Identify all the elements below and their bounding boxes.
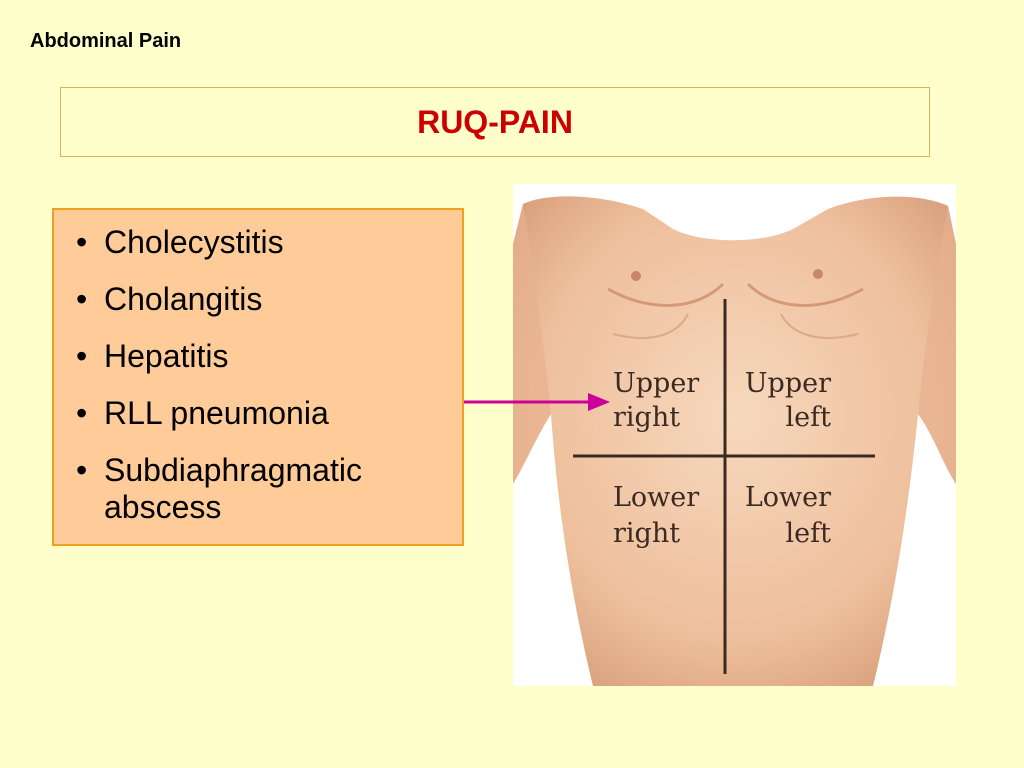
torso-illustration: Upper right Upper left Lower right Lower…: [513, 184, 956, 686]
list-item: • Cholangitis: [76, 281, 452, 318]
right-pectoral-contour: [607, 282, 725, 307]
lower-right-line2: right: [613, 518, 680, 549]
right-arm-shade: [513, 204, 551, 484]
list-item-text: RLL pneumonia: [104, 395, 329, 431]
header-label: Abdominal Pain: [30, 30, 182, 52]
left-arm-shade: [918, 206, 956, 484]
bullet-icon: •: [76, 338, 88, 374]
upper-right-line2: right: [613, 402, 680, 433]
list-item: • Hepatitis: [76, 338, 452, 375]
rib-contour-right: [612, 313, 689, 339]
left-pectoral-contour: [746, 282, 864, 307]
bullet-icon: •: [76, 224, 88, 260]
condition-list: • Cholecystitis • Cholangitis • Hepatitis •…: [54, 210, 462, 526]
bullet-icon: •: [76, 452, 88, 488]
pointer-arrow-icon: [464, 393, 610, 411]
title-box: RUQ-PAIN: [60, 87, 930, 157]
list-item: • Cholecystitis: [76, 224, 452, 261]
bullet-icon: •: [76, 281, 88, 317]
list-item-text: Subdiaphragmatic abscess: [104, 452, 362, 525]
condition-list-box: • Cholecystitis • Cholangitis • Hepatitis •…: [52, 208, 464, 546]
bullet-icon: •: [76, 395, 88, 431]
right-nipple: [631, 271, 641, 281]
abdomen-quadrant-figure: Upper right Upper left Lower right Lower…: [513, 184, 956, 686]
torso-shape: [513, 196, 956, 686]
upper-right-line1: Upper: [613, 368, 699, 399]
list-item-text: Hepatitis: [104, 338, 229, 374]
left-nipple: [813, 269, 823, 279]
list-item-text: Cholangitis: [104, 281, 263, 317]
list-item: • Subdiaphragmatic abscess: [76, 452, 452, 526]
lower-left-line2: left: [786, 518, 832, 549]
slide-title: RUQ-PAIN: [417, 103, 573, 140]
arrow-head: [588, 393, 610, 411]
list-item-text: Cholecystitis: [104, 224, 284, 260]
upper-left-line2: left: [786, 402, 832, 433]
lower-left-line1: Lower: [745, 482, 831, 513]
list-item: • RLL pneumonia: [76, 395, 452, 432]
upper-left-line1: Upper: [745, 368, 831, 399]
rib-contour-left: [780, 313, 859, 339]
lower-right-line1: Lower: [613, 482, 699, 513]
